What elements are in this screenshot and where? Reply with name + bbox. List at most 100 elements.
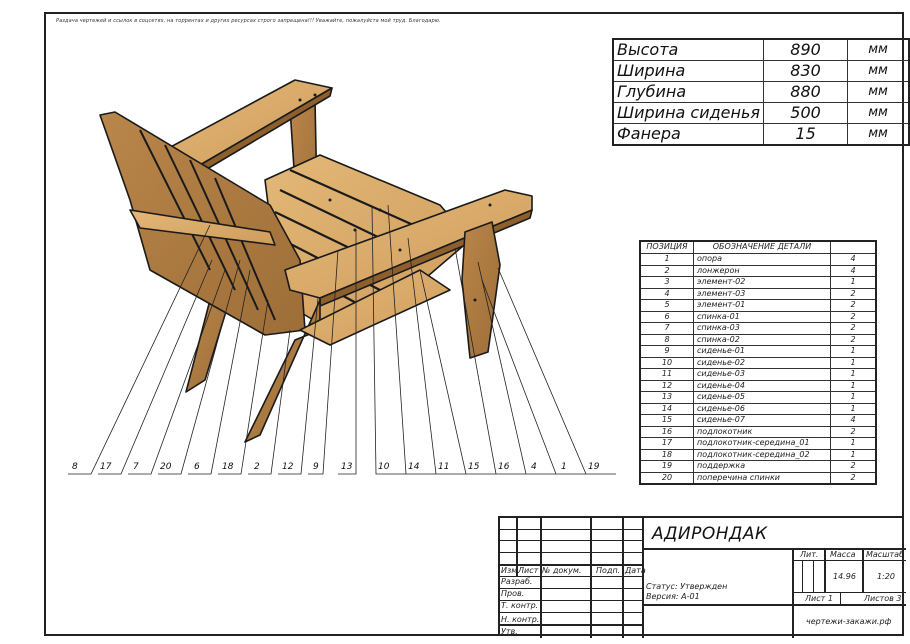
part-position: 18 [639,448,694,461]
part-position: 19 [639,460,694,473]
callout-label: 14 [408,462,420,472]
part-qty: 1 [830,345,877,358]
header-position: ПОЗИЦИЯ [639,240,694,254]
callout-label: 8 [72,462,78,472]
back-crossbar [129,209,276,246]
part-name: сиденье-02 [693,356,831,369]
callout-label: 12 [282,462,294,472]
part-name: сиденье-06 [693,402,831,415]
part-qty: 1 [830,437,877,450]
dimension-name: Глубина [612,81,765,103]
part-qty: 2 [830,471,877,485]
lit-label: Лит. [800,550,819,559]
part-qty: 4 [830,253,877,266]
title-block: АДИРОНДАК Изм. Лист № докум. Подп. Дата … [498,516,906,638]
part-position: 10 [639,356,694,369]
col-header-doc-number: № докум. [542,566,582,575]
part-qty: 2 [830,425,877,438]
part-position: 14 [639,402,694,415]
col-header-change: Изм. [501,566,520,575]
part-position: 3 [639,276,694,289]
sheet-number: Лист 1 [805,594,833,603]
callout-label: 17 [100,462,112,472]
dimension-value: 890 [763,38,849,61]
callout-label: 15 [468,462,480,472]
status-text: Статус: Утвержден [646,582,728,591]
part-qty: 1 [830,368,877,381]
part-name: подлокотник-середина_02 [693,448,831,461]
mass-label: Масса [830,550,856,559]
callout-label: 20 [160,462,172,472]
callout-label: 19 [588,462,600,472]
part-name: поперечина спинки [693,471,831,485]
dimension-value: 500 [763,102,849,124]
dimension-name: Высота [612,38,765,61]
part-name: поддержка [693,460,831,473]
callout-label: 13 [341,462,353,472]
part-name: опора [693,253,831,266]
part-qty: 2 [830,287,877,300]
role-norm-control: Н. контр. [501,615,540,624]
role-approved: Утв. [501,627,518,636]
col-header-sheet: Лист [518,566,539,575]
callout-label: 10 [378,462,390,472]
mass-value: 14.96 [833,572,856,581]
role-tech-control: Т. контр. [501,601,539,610]
part-qty: 1 [830,356,877,369]
callout-label: 6 [194,462,200,472]
dimension-value: 15 [763,123,849,146]
dimension-value: 880 [763,81,849,103]
dimension-name: Фанера [612,123,765,146]
part-position: 11 [639,368,694,381]
dimension-name: Ширина сиденья [612,102,765,124]
part-name: элемент-02 [693,276,831,289]
part-name: подлокотник-середина_01 [693,437,831,450]
part-qty: 1 [830,276,877,289]
callout-label: 4 [531,462,537,472]
part-position: 9 [639,345,694,358]
part-name: сиденье-05 [693,391,831,404]
part-position: 6 [639,310,694,323]
part-qty: 2 [830,310,877,323]
stringer [299,269,451,346]
callout-label: 9 [313,462,319,472]
part-name: сиденье-07 [693,414,831,427]
part-position: 17 [639,437,694,450]
part-qty: 1 [830,391,877,404]
part-position: 13 [639,391,694,404]
copyright-notice: Раздача чертежей и ссылок в соцсетях, на… [56,18,441,24]
part-name: сиденье-03 [693,368,831,381]
part-position: 5 [639,299,694,312]
callout-label: 1 [561,462,567,472]
part-position: 15 [639,414,694,427]
part-name: сиденье-01 [693,345,831,358]
dimension-name: Ширина [612,60,765,82]
callout-label: 7 [133,462,139,472]
part-position: 16 [639,425,694,438]
part-name: сиденье-04 [693,379,831,392]
scale-label: Масштаб [866,550,905,559]
dimension-unit: мм [847,102,910,124]
dimension-unit: мм [847,123,910,146]
part-qty: 1 [830,379,877,392]
part-qty: 1 [830,402,877,415]
